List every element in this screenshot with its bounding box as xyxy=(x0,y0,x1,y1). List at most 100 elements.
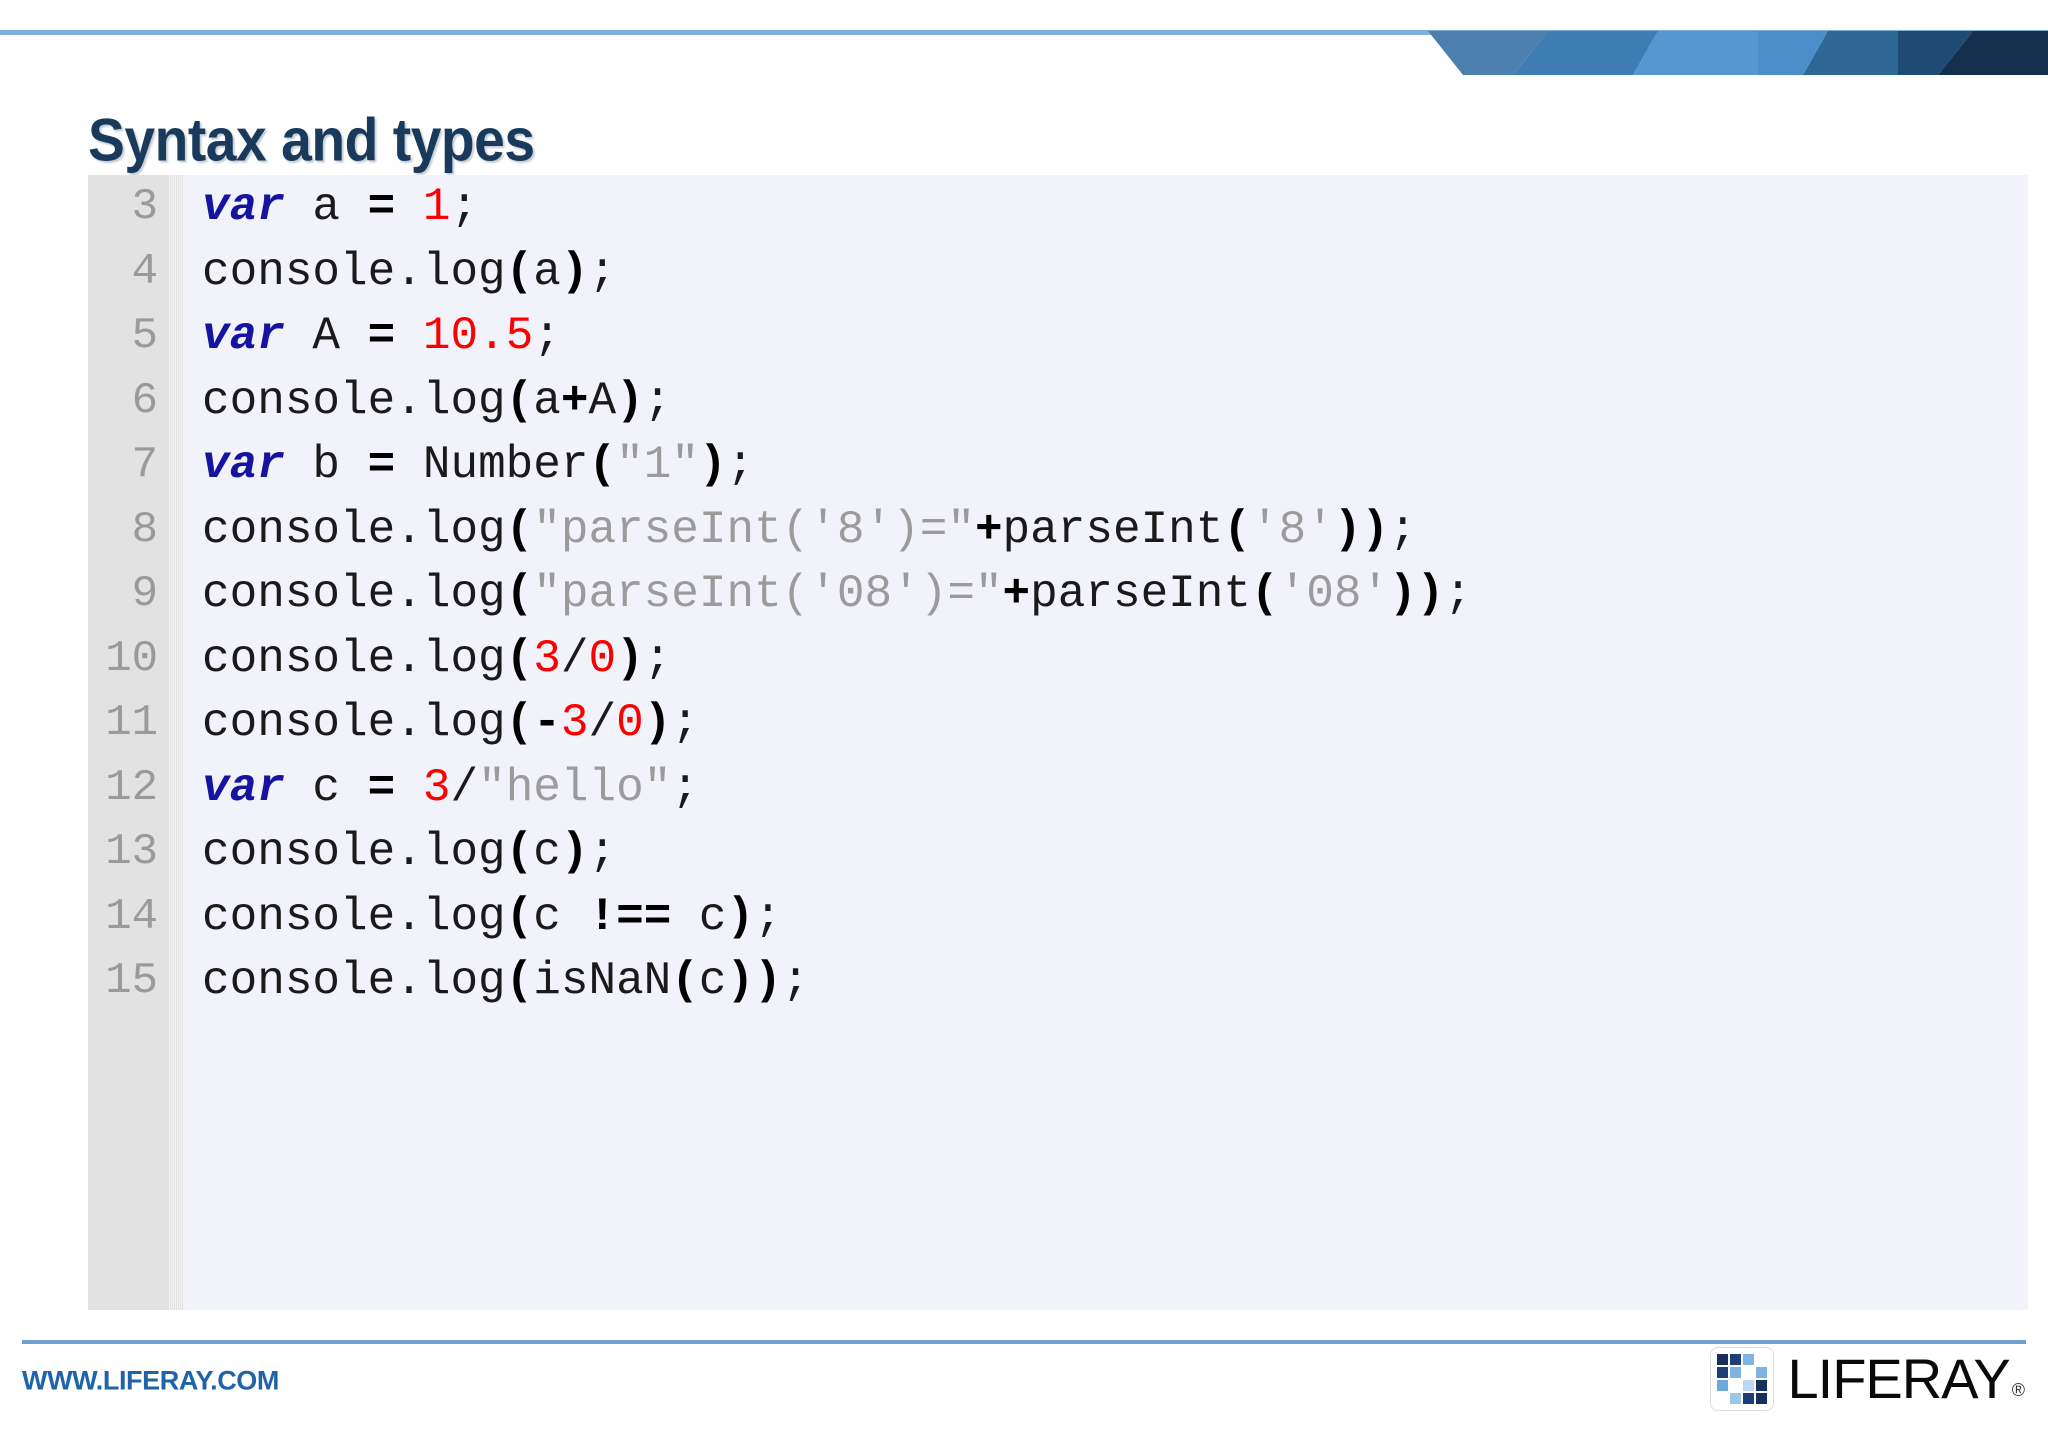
liferay-logo: LIFERAY® xyxy=(1711,1348,2025,1410)
code-token-op: ( xyxy=(1223,503,1251,556)
top-right-decoration xyxy=(1428,31,2048,75)
code-token-op: !== xyxy=(588,890,672,943)
code-token-kw: var xyxy=(202,439,285,491)
code-token-op: = xyxy=(367,310,396,362)
code-line[interactable]: console.log(a+A); xyxy=(184,369,2028,434)
registered-trademark-icon: ® xyxy=(2011,1380,2025,1400)
code-token-pl: ; xyxy=(726,439,755,491)
code-line[interactable]: var A = 10.5; xyxy=(184,304,2028,369)
code-token-pl: console.log xyxy=(202,568,506,620)
code-line[interactable]: console.log(c); xyxy=(184,820,2028,885)
code-token-pl: c xyxy=(671,890,727,943)
code-token-op: + xyxy=(560,374,589,427)
code-token-op: (- xyxy=(505,697,561,749)
code-token-op: = xyxy=(367,439,396,491)
code-token-num: 10.5 xyxy=(422,310,534,362)
code-line[interactable]: var c = 3/"hello"; xyxy=(184,756,2028,821)
code-token-pl: a xyxy=(284,181,368,233)
code-token-pl: isNaN xyxy=(533,955,672,1007)
code-token-pl: ; xyxy=(1444,568,1472,620)
code-line-number: 14 xyxy=(105,891,158,942)
code-token-op: ( xyxy=(1251,568,1279,620)
code-line[interactable]: console.log("parseInt('08')="+parseInt('… xyxy=(184,562,2028,627)
code-token-pl: Number xyxy=(395,439,589,491)
code-token-str: "parseInt('8')=" xyxy=(533,503,975,556)
code-token-str: "parseInt('08')=" xyxy=(533,568,1003,620)
code-line-number: 6 xyxy=(131,375,158,426)
code-token-num: 0 xyxy=(616,697,644,749)
code-token-op: ( xyxy=(505,890,534,943)
code-token-kw: var xyxy=(202,310,285,362)
footer-url[interactable]: WWW.LIFERAY.COM xyxy=(22,1365,279,1396)
code-token-op: )) xyxy=(1333,503,1390,556)
code-line[interactable]: var b = Number("1"); xyxy=(184,433,2028,498)
code-token-op: ( xyxy=(505,632,534,685)
liferay-logo-word-text: LIFERAY xyxy=(1787,1347,2010,1410)
code-content-area: var a = 1;console.log(a);var A = 10.5;co… xyxy=(184,175,2028,1310)
code-token-pl: ; xyxy=(588,826,617,878)
code-token-pl: ; xyxy=(781,955,810,1007)
code-token-op: ( xyxy=(505,568,534,620)
code-token-op: ( xyxy=(505,245,534,298)
code-line[interactable]: var a = 1; xyxy=(184,175,2028,240)
code-token-op: ( xyxy=(671,955,699,1007)
code-token-pl xyxy=(395,762,423,814)
code-token-str: "1" xyxy=(616,439,699,491)
code-line[interactable]: console.log(c !== c); xyxy=(184,885,2028,950)
code-token-num: 3 xyxy=(422,761,451,814)
code-token-kw: var xyxy=(202,181,285,233)
code-token-pl xyxy=(395,310,423,362)
code-token-pl: ; xyxy=(588,245,617,298)
logo-cell xyxy=(1743,1380,1755,1391)
liferay-logo-wordmark: LIFERAY® xyxy=(1787,1351,2025,1407)
code-line-number: 5 xyxy=(131,311,158,361)
code-token-op: ) xyxy=(643,697,672,749)
decoration-facets xyxy=(1428,31,2048,75)
code-line-number: 8 xyxy=(131,504,158,555)
code-token-op: + xyxy=(1002,568,1031,620)
code-token-op: ) xyxy=(616,374,644,427)
logo-cell xyxy=(1730,1367,1742,1378)
code-line[interactable]: console.log(a); xyxy=(184,240,2028,305)
code-token-pl: ; xyxy=(643,632,672,685)
code-token-pl: / xyxy=(588,697,617,749)
logo-cell xyxy=(1756,1367,1768,1378)
top-accent-rule xyxy=(0,30,2048,35)
code-token-pl: c xyxy=(284,761,368,814)
gutter-separator xyxy=(168,175,184,1310)
code-line[interactable]: console.log(isNaN(c)); xyxy=(184,949,2028,1014)
code-token-op: ( xyxy=(505,826,534,878)
code-token-op: )) xyxy=(726,955,782,1007)
code-line-number: 11 xyxy=(105,698,158,748)
code-token-num: 3 xyxy=(560,697,589,749)
logo-cell xyxy=(1756,1380,1768,1391)
code-token-str: '8' xyxy=(1251,503,1334,556)
slide-title-text: Syntax and types xyxy=(88,106,535,174)
code-token-op: ) xyxy=(726,890,755,943)
code-line-number: 12 xyxy=(105,762,158,813)
logo-cell xyxy=(1730,1380,1742,1391)
code-token-str: '08' xyxy=(1278,568,1390,620)
code-token-op: ) xyxy=(560,245,589,298)
code-token-num: 1 xyxy=(422,181,451,233)
code-token-pl: console.log xyxy=(202,890,506,943)
code-token-pl: console.log xyxy=(202,955,506,1007)
logo-cell xyxy=(1730,1354,1742,1365)
code-token-op: ( xyxy=(505,503,534,556)
code-line[interactable]: console.log(3/0); xyxy=(184,627,2028,692)
code-token-op: ) xyxy=(698,439,727,491)
logo-cell xyxy=(1730,1393,1742,1404)
code-token-kw: var xyxy=(202,761,285,814)
code-token-pl: parseInt xyxy=(1030,568,1251,620)
code-token-pl: ; xyxy=(671,761,699,814)
code-token-pl: A xyxy=(588,374,617,427)
code-token-pl: ; xyxy=(643,374,672,427)
code-line[interactable]: console.log(-3/0); xyxy=(184,691,2028,756)
code-token-pl: console.log xyxy=(202,826,506,878)
logo-cell xyxy=(1743,1354,1755,1365)
logo-cell xyxy=(1743,1367,1755,1378)
code-line[interactable]: console.log("parseInt('8')="+parseInt('8… xyxy=(184,498,2028,563)
code-token-op: ) xyxy=(560,826,589,878)
